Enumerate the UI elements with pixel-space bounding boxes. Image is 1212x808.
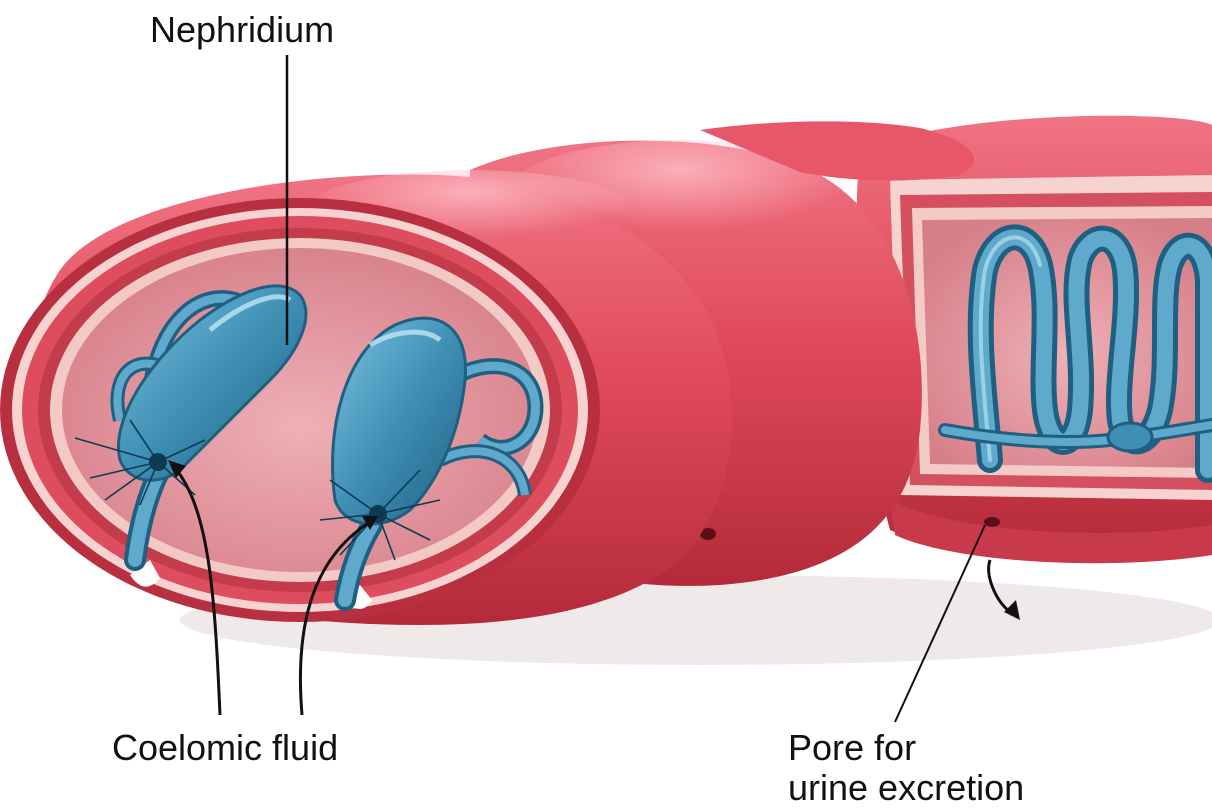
nephridium-coiled <box>945 237 1212 470</box>
label-pore-line2: urine excretion <box>788 768 1024 808</box>
label-pore-line1: Pore for <box>788 728 1024 768</box>
label-coelomic-fluid: Coelomic fluid <box>112 728 338 768</box>
label-nephridium: Nephridium <box>150 10 334 50</box>
excretory-pore-right <box>984 517 1000 527</box>
label-pore-for-urine-excretion: Pore for urine excretion <box>788 728 1024 808</box>
